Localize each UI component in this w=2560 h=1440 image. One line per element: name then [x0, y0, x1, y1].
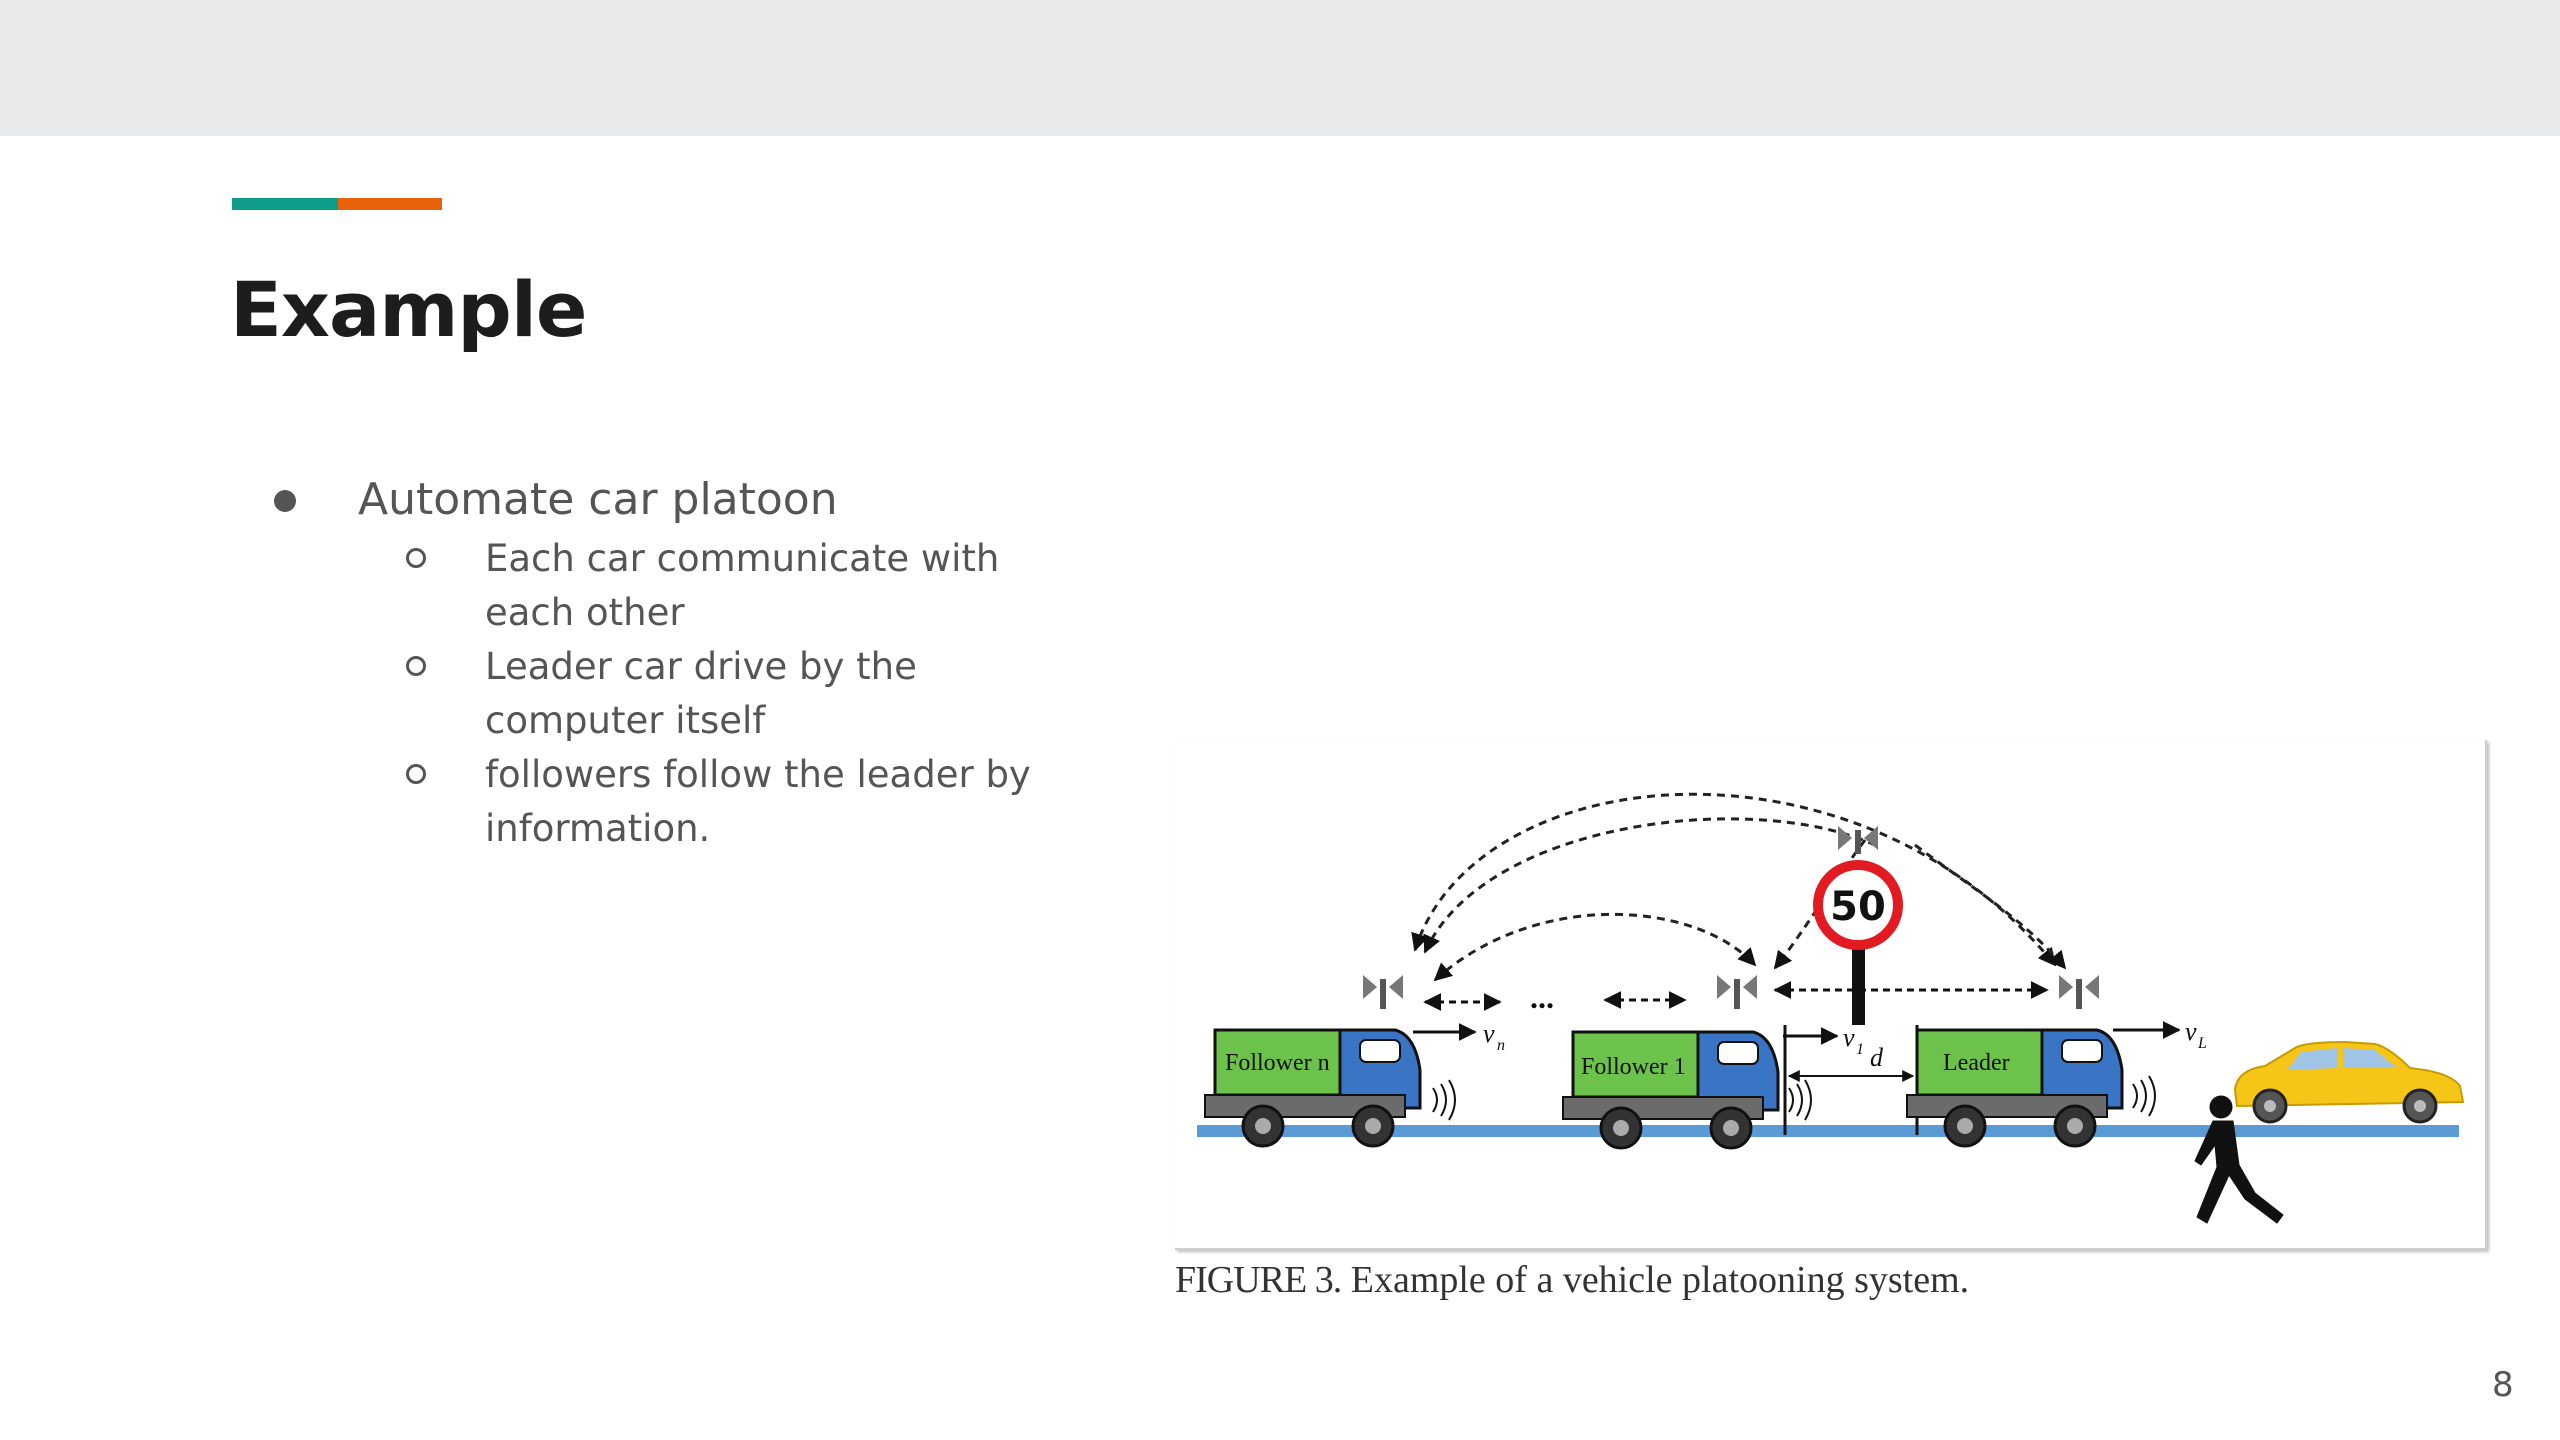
bullet-item-main: Automate car platoon [270, 470, 1090, 530]
title-accent-bar [232, 198, 442, 210]
comm-arc [1773, 839, 1867, 970]
taxi-icon [2233, 1040, 2465, 1124]
velocity-label: v [1483, 1019, 1495, 1048]
accent-teal-segment [232, 198, 338, 210]
slide-title: Example [230, 265, 587, 354]
sensor-wave-icon [2132, 1075, 2156, 1117]
antenna-icon [1363, 975, 1403, 1009]
truck-label: Follower 1 [1581, 1054, 1686, 1080]
velocity-subscript: n [1497, 1037, 1505, 1054]
platoon-figure: ... 50 [1175, 740, 2487, 1250]
truck-leader [1906, 1028, 2124, 1148]
figure-caption: FIGURE 3. Example of a vehicle platoonin… [1175, 1258, 1969, 1302]
velocity-subscript: L [2197, 1035, 2207, 1052]
comm-arc [1423, 817, 1876, 954]
hollow-bullet-icon [406, 764, 426, 784]
page-number: 8 [2492, 1365, 2514, 1405]
sub-bullet-item: Each car communicate with each other [270, 532, 1085, 640]
velocity-subscript: 1 [1856, 1041, 1864, 1058]
figure-caption-text: Example of a vehicle platooning system. [1350, 1259, 1970, 1301]
sub-bullet-item: followers follow the leader by informati… [270, 748, 1085, 856]
antenna-icon [1838, 826, 1878, 854]
speed-sign-text: 50 [1830, 884, 1886, 930]
bullet-dot-icon [274, 490, 296, 512]
sub-bullet-text: Leader car drive by the computer itself [485, 645, 917, 742]
sub-bullet-text: Each car communicate with each other [485, 537, 1000, 634]
hollow-bullet-icon [406, 656, 426, 676]
sub-bullet-text: followers follow the leader by informati… [485, 753, 1031, 850]
comm-arc [1411, 792, 2057, 967]
sub-bullet-item: Leader car drive by the computer itself [270, 640, 1085, 748]
comm-arc [1433, 912, 1757, 982]
top-bar [0, 0, 2560, 136]
platoon-diagram: ... 50 [1197, 792, 2465, 1224]
speed-sign-icon [1813, 860, 1903, 950]
comm-arc [1914, 843, 2067, 970]
hollow-bullet-icon [406, 548, 426, 568]
gap-label: d [1870, 1043, 1884, 1072]
sensor-wave-icon [1788, 1079, 1812, 1121]
truck-label: Leader [1943, 1050, 2010, 1076]
truck-follower-1 [1562, 1030, 1780, 1150]
antenna-icon [1717, 975, 1757, 1009]
bullet-list: Automate car platoon Each car communicat… [270, 470, 1090, 856]
ellipsis-text: ... [1530, 979, 1554, 1015]
antenna-icon [2059, 975, 2099, 1009]
bullet-text: Automate car platoon [358, 474, 838, 525]
velocity-label: v [2185, 1017, 2197, 1046]
road [1197, 1125, 2459, 1137]
accent-orange-segment [338, 198, 442, 210]
sensor-wave-icon [1432, 1079, 1456, 1121]
truck-label: Follower n [1225, 1050, 1330, 1076]
velocity-label: v [1843, 1023, 1855, 1052]
pedestrian-icon [2194, 1095, 2284, 1224]
figure-caption-label: FIGURE 3. [1175, 1259, 1342, 1301]
sub-bullet-list: Each car communicate with each other Lea… [270, 532, 1090, 856]
truck-follower-n [1204, 1028, 1422, 1148]
